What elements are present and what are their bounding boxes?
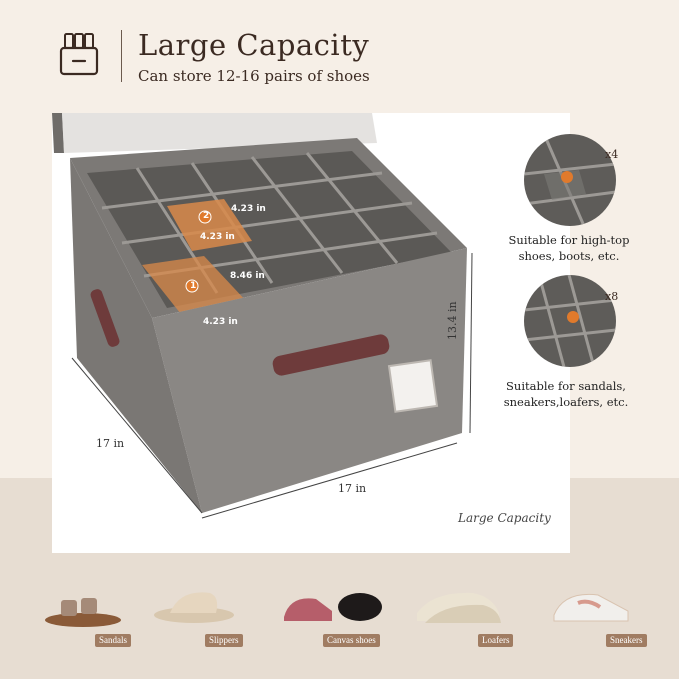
- marker-2: [198, 210, 212, 224]
- script-caption: Large Capacity: [458, 511, 551, 525]
- shoe-label-sandals: Sandals: [95, 634, 131, 647]
- feature-2-marker: [567, 311, 579, 323]
- cell-width-top: 4.23 in: [231, 204, 266, 214]
- shoe-storage-box: [52, 113, 473, 519]
- page-subtitle: Can store 12-16 pairs of shoes: [138, 67, 370, 85]
- marker-1: [185, 279, 199, 293]
- shoe-label-loafers: Loafers: [478, 634, 514, 647]
- shoe-label-slippers: Slippers: [205, 634, 243, 647]
- marker-1-label: 1: [190, 281, 197, 291]
- highlight-cell-2: [167, 199, 252, 251]
- sneaker-icon: [553, 593, 629, 622]
- width-dimension: 17 in: [338, 482, 367, 495]
- marker-2-label: 2: [203, 211, 210, 221]
- height-dimension: 13.4 in: [446, 301, 459, 340]
- cell-width-bottom: 4.23 in: [203, 317, 238, 327]
- sandal-icon: [45, 598, 121, 627]
- shoe-label-canvas: Canvas shoes: [323, 634, 380, 647]
- slipper-icon: [154, 592, 234, 623]
- header-divider: [121, 30, 122, 82]
- depth-dimension: 17 in: [96, 437, 125, 450]
- page-title: Large Capacity: [138, 28, 370, 62]
- cell-length: 8.46 in: [230, 271, 265, 281]
- cell-width-mid: 4.23 in: [200, 232, 235, 242]
- feature-1-marker: [561, 171, 573, 183]
- storage-box-icon: [59, 33, 99, 76]
- shoe-label-sneakers: Sneakers: [606, 634, 647, 647]
- loafer-icon: [417, 592, 501, 623]
- feature-1-badge: x4: [605, 148, 619, 161]
- feature-2-description: Suitable for sandals, sneakers,loafers, …: [503, 379, 629, 409]
- feature-1-description: Suitable for high-top shoes, boots, etc.: [508, 233, 630, 263]
- feature-2-badge: x8: [605, 290, 619, 303]
- canvas-shoe-icon: [284, 593, 382, 621]
